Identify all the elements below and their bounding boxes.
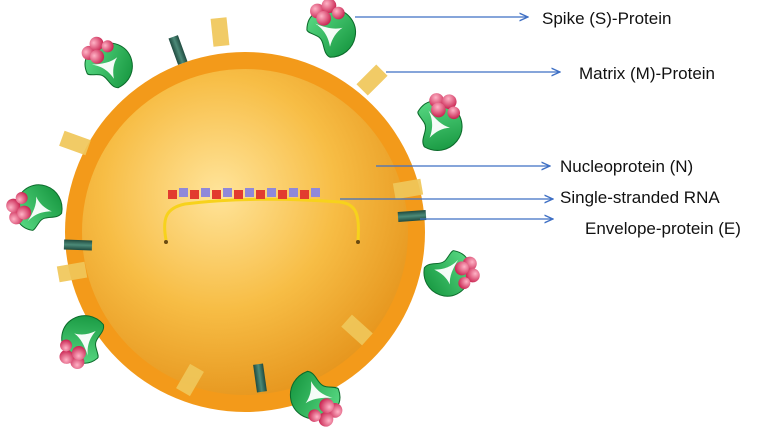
nucleoprotein-bead-icon (256, 190, 265, 199)
nucleoprotein-bead-icon (179, 188, 188, 197)
label-spike-protein: Spike (S)-Protein (542, 9, 671, 28)
envelope-protein-icon (63, 239, 93, 251)
nucleoprotein-bead-icon (267, 188, 276, 197)
envelope-protein-icon (168, 35, 188, 65)
spike-protein-icon (74, 26, 141, 98)
nucleoprotein-bead-icon (300, 190, 309, 199)
matrix-protein-group (56, 17, 424, 397)
nucleoprotein-bead-icon (278, 190, 287, 199)
matrix-protein-icon (210, 17, 230, 47)
nucleoprotein-bead-icon (289, 188, 298, 197)
nucleoprotein-bead-icon (168, 190, 177, 199)
matrix-protein-icon (341, 314, 373, 346)
label-envelope-protein: Envelope-protein (E) (585, 219, 741, 238)
matrix-protein-icon (176, 363, 204, 397)
rna-end (164, 240, 168, 244)
envelope-protein-icon (397, 210, 427, 222)
matrix-protein-icon (56, 261, 88, 283)
virus-core (82, 69, 408, 395)
nucleoprotein-bead-icon (201, 188, 210, 197)
nucleoprotein-bead-icon (190, 190, 199, 199)
nucleoprotein-bead-icon (245, 188, 254, 197)
rna-strand (163, 197, 360, 241)
spike-protein-icon (2, 179, 67, 236)
label-nucleoprotein: Nucleoprotein (N) (560, 157, 693, 176)
matrix-protein-icon (356, 64, 388, 96)
annotation-arrows (340, 17, 560, 219)
nucleoprotein-bead-icon (212, 190, 221, 199)
spike-protein-icon (419, 245, 484, 302)
spike-protein-icon (403, 83, 477, 161)
envelope-protein-group (63, 35, 427, 393)
matrix-protein-icon (59, 130, 91, 156)
envelope-protein-icon (253, 363, 267, 393)
nucleoprotein-bead-icon (234, 190, 243, 199)
spike-protein-icon (306, 0, 357, 58)
nucleoprotein-bead-icon (223, 188, 232, 197)
nucleoprotein-chain (168, 188, 320, 199)
label-matrix-protein: Matrix (M)-Protein (579, 64, 715, 83)
matrix-protein-icon (392, 178, 424, 200)
rna-end (356, 240, 360, 244)
label-single-stranded-rna: Single-stranded RNA (560, 188, 720, 207)
nucleoprotein-bead-icon (311, 188, 320, 197)
